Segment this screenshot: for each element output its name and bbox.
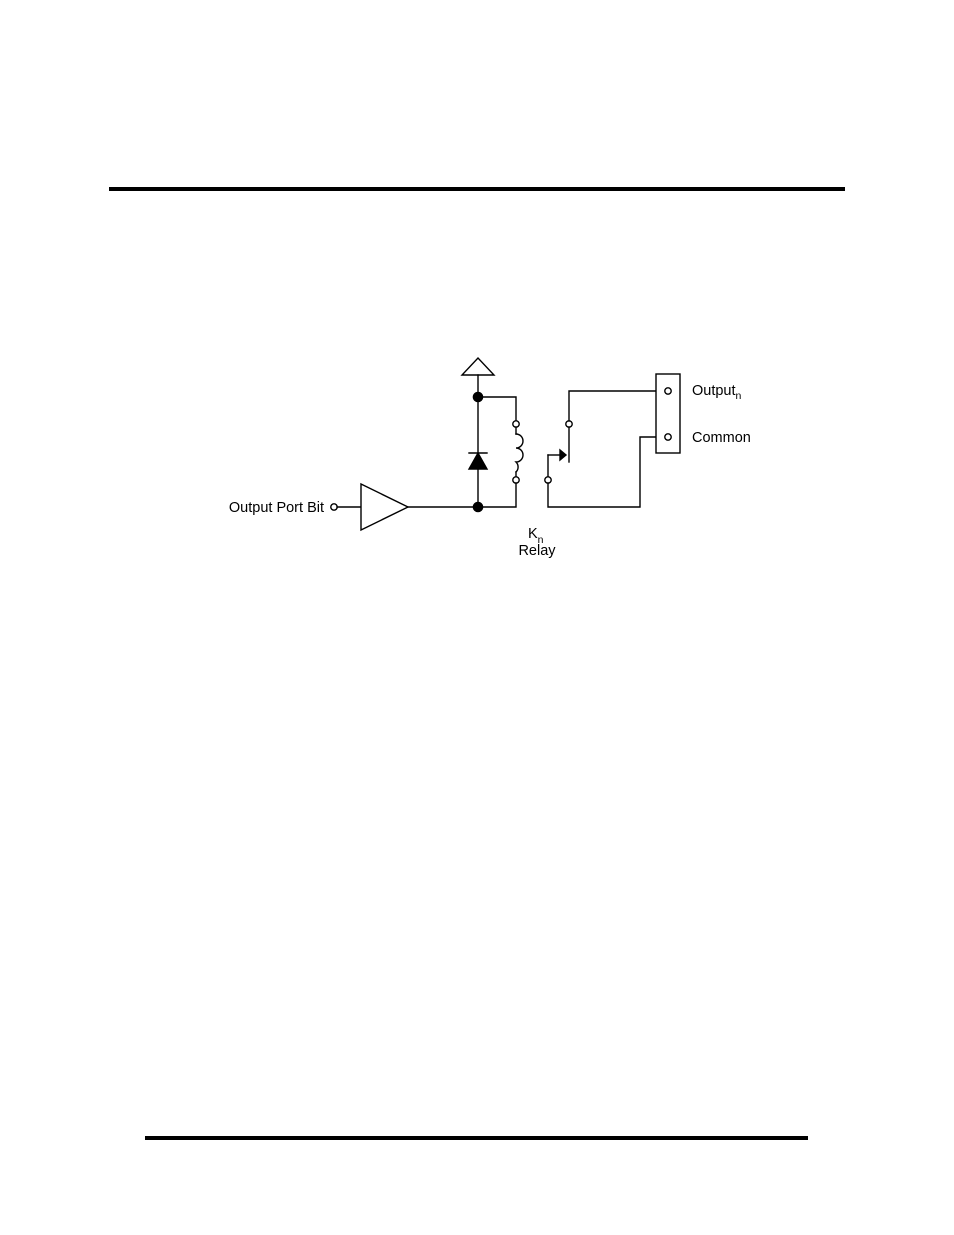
- input-label: Output Port Bit: [229, 500, 324, 516]
- contact-fixed: [566, 421, 572, 427]
- contact-common-wire: [548, 437, 664, 507]
- buffer-icon: [361, 484, 408, 530]
- coil-wire-bottom: [478, 483, 516, 507]
- terminal-output-text: Output: [692, 383, 736, 399]
- relay-coil-icon: [516, 434, 523, 472]
- input-terminal: [331, 504, 337, 510]
- coil-terminal-top: [513, 421, 519, 427]
- diode-icon: [469, 453, 487, 469]
- terminal-common: [665, 434, 671, 440]
- relay-label: Relay: [518, 543, 556, 559]
- terminal-output-subscript: n: [736, 390, 742, 402]
- coil-terminal-bottom: [513, 477, 519, 483]
- contact-fixed-wire: [569, 391, 664, 421]
- terminal-block: [656, 374, 680, 453]
- coil-wire-top: [478, 397, 516, 421]
- supply-icon: [462, 358, 494, 375]
- relay-designator-letter: K: [528, 526, 538, 542]
- terminal-output-label: Outputn: [692, 383, 742, 402]
- terminal-output: [665, 388, 671, 394]
- switch-actuator-arrow-icon: [560, 450, 566, 460]
- contact-common: [545, 477, 551, 483]
- terminal-common-label: Common: [692, 430, 751, 446]
